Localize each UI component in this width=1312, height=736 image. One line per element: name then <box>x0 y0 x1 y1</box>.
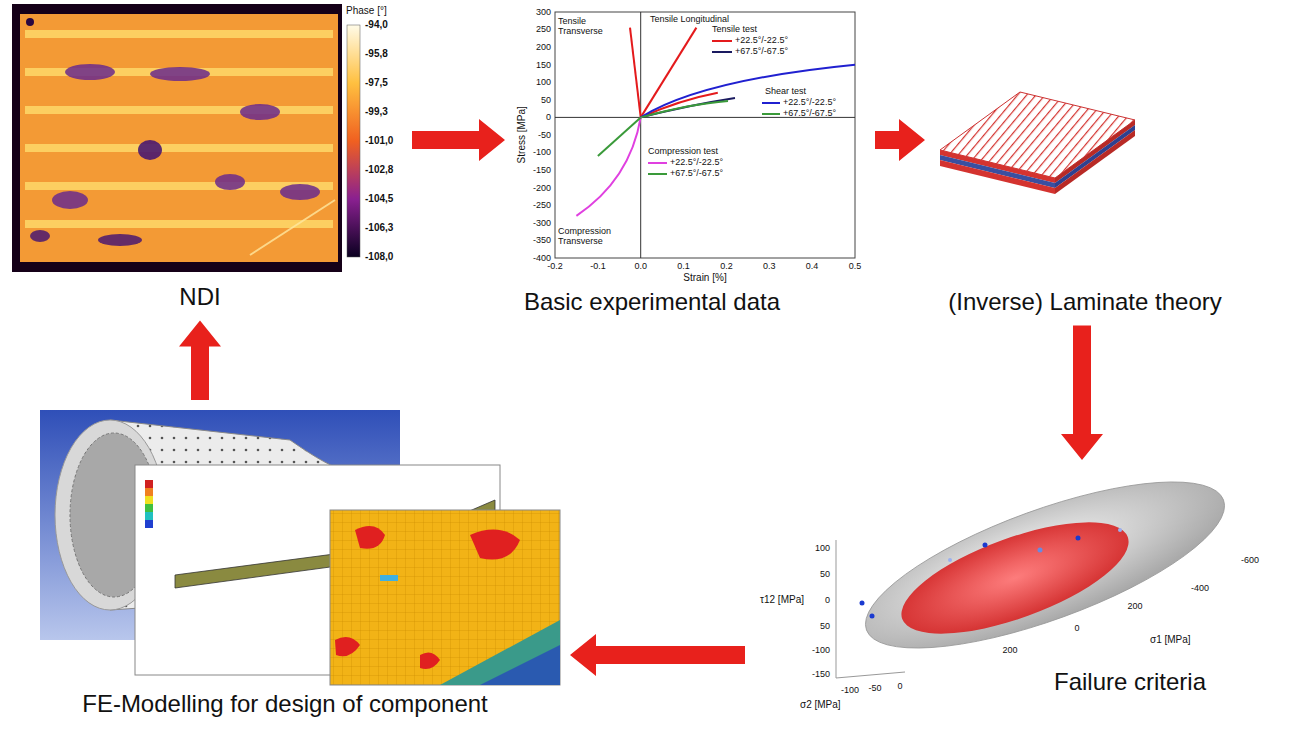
chart-label: 200 <box>1127 601 1142 611</box>
chart-label: -102,8 <box>365 164 393 176</box>
chart-label: σ2 [MPa] <box>800 699 841 711</box>
chart-label: 100 <box>536 77 551 87</box>
block-arrow <box>412 119 505 161</box>
chart-label: -50 <box>538 130 551 140</box>
chart-label: 0.1 <box>677 261 690 271</box>
chart-label: 0.5 <box>849 261 862 271</box>
chart-label: -104,5 <box>365 193 393 205</box>
stage-panel: NDI <box>8 0 406 315</box>
chart-label: Shear test <box>765 86 806 96</box>
chart-label: Compression Transverse <box>558 226 620 247</box>
chart-label: 0.0 <box>634 261 647 271</box>
block-arrow <box>570 634 745 676</box>
chart-label: σ1 [MPa] <box>1150 634 1191 646</box>
stage-caption: Basic experimental data <box>524 288 780 316</box>
chart-label: 0.3 <box>763 261 776 271</box>
chart-label: Tensile Transverse <box>558 16 606 37</box>
chart-label: -106,3 <box>365 222 393 234</box>
chart-label: 50 <box>820 621 830 631</box>
chart-label: 0 <box>897 681 902 691</box>
stage-panel: (Inverse) Laminate theory <box>931 84 1226 320</box>
stage-caption: NDI <box>179 283 220 311</box>
chart-label: -0.2 <box>547 261 563 271</box>
chart-label: -97,5 <box>365 77 388 89</box>
thermography-image <box>12 4 360 272</box>
stage-panel: FE-Modelling for design of component <box>36 406 564 722</box>
chart-label: -400 <box>1191 583 1209 593</box>
chart-label: Compression test <box>648 146 718 156</box>
chart-label: 0 <box>825 595 830 605</box>
chart-label: 0.4 <box>806 261 819 271</box>
stage-caption: Failure criteria <box>1054 668 1206 696</box>
failure-envelope-plot <box>836 448 1242 681</box>
chart-label: 250 <box>536 24 551 34</box>
chart-label: -101,0 <box>365 135 393 147</box>
color-bar <box>347 25 360 257</box>
chart-label: Tensile Longitudinal <box>650 14 729 24</box>
chart-label: -150 <box>533 165 551 175</box>
chart-label: -100 <box>533 147 551 157</box>
chart-label: 0 <box>546 112 551 122</box>
chart-label: -350 <box>533 235 551 245</box>
laminate-illustration <box>940 92 1135 194</box>
chart-label: +67.5°/-67.5° <box>735 46 788 56</box>
chart-label: -50 <box>868 683 881 693</box>
chart-label: -0.1 <box>590 261 606 271</box>
chart-label: +22.5°/-22.5° <box>670 157 723 167</box>
chart-label: 50 <box>820 569 830 579</box>
chart-label: -600 <box>1241 555 1259 565</box>
stage-caption: FE-Modelling for design of component <box>82 690 488 718</box>
chart-label: -99,3 <box>365 106 388 118</box>
chart-label: 100 <box>815 543 830 553</box>
chart-label: -300 <box>533 218 551 228</box>
block-arrow <box>1061 326 1103 460</box>
fe-model-screens <box>40 410 560 685</box>
chart-label: 300 <box>536 7 551 17</box>
chart-label: +22.5°/-22.5° <box>735 35 788 45</box>
chart-label: Stress [MPa] <box>516 106 528 163</box>
stress-strain-chart <box>555 12 855 258</box>
stage-caption: (Inverse) Laminate theory <box>948 288 1221 316</box>
stage-panel: Basic experimental data <box>511 2 869 320</box>
chart-label: -200 <box>533 183 551 193</box>
chart-label: 0.2 <box>720 261 733 271</box>
stage-panel: Failure criteria <box>751 466 1299 724</box>
chart-label: -150 <box>812 669 830 679</box>
chart-label: -94,0 <box>365 19 388 31</box>
chart-label: -108,0 <box>365 251 393 263</box>
chart-label: 150 <box>536 60 551 70</box>
chart-label: -95,8 <box>365 48 388 60</box>
chart-label: Tensile test <box>712 24 757 34</box>
chart-label: 50 <box>541 95 551 105</box>
block-arrow <box>179 321 221 400</box>
chart-label: 200 <box>1002 645 1017 655</box>
chart-label: 200 <box>536 42 551 52</box>
chart-label: -100 <box>812 645 830 655</box>
chart-label: τ12 [MPa] <box>760 594 804 606</box>
chart-label: 0 <box>1074 623 1079 633</box>
block-arrow <box>875 119 925 161</box>
chart-label: Strain [%] <box>683 272 726 284</box>
chart-label: -100 <box>841 685 859 695</box>
chart-label: +67.5°/-67.5° <box>670 168 723 178</box>
chart-label: -250 <box>533 200 551 210</box>
chart-label: +67.5°/-67.5° <box>783 108 836 118</box>
chart-label: Phase [°] <box>346 5 387 17</box>
chart-label: +22.5°/-22.5° <box>783 97 836 107</box>
